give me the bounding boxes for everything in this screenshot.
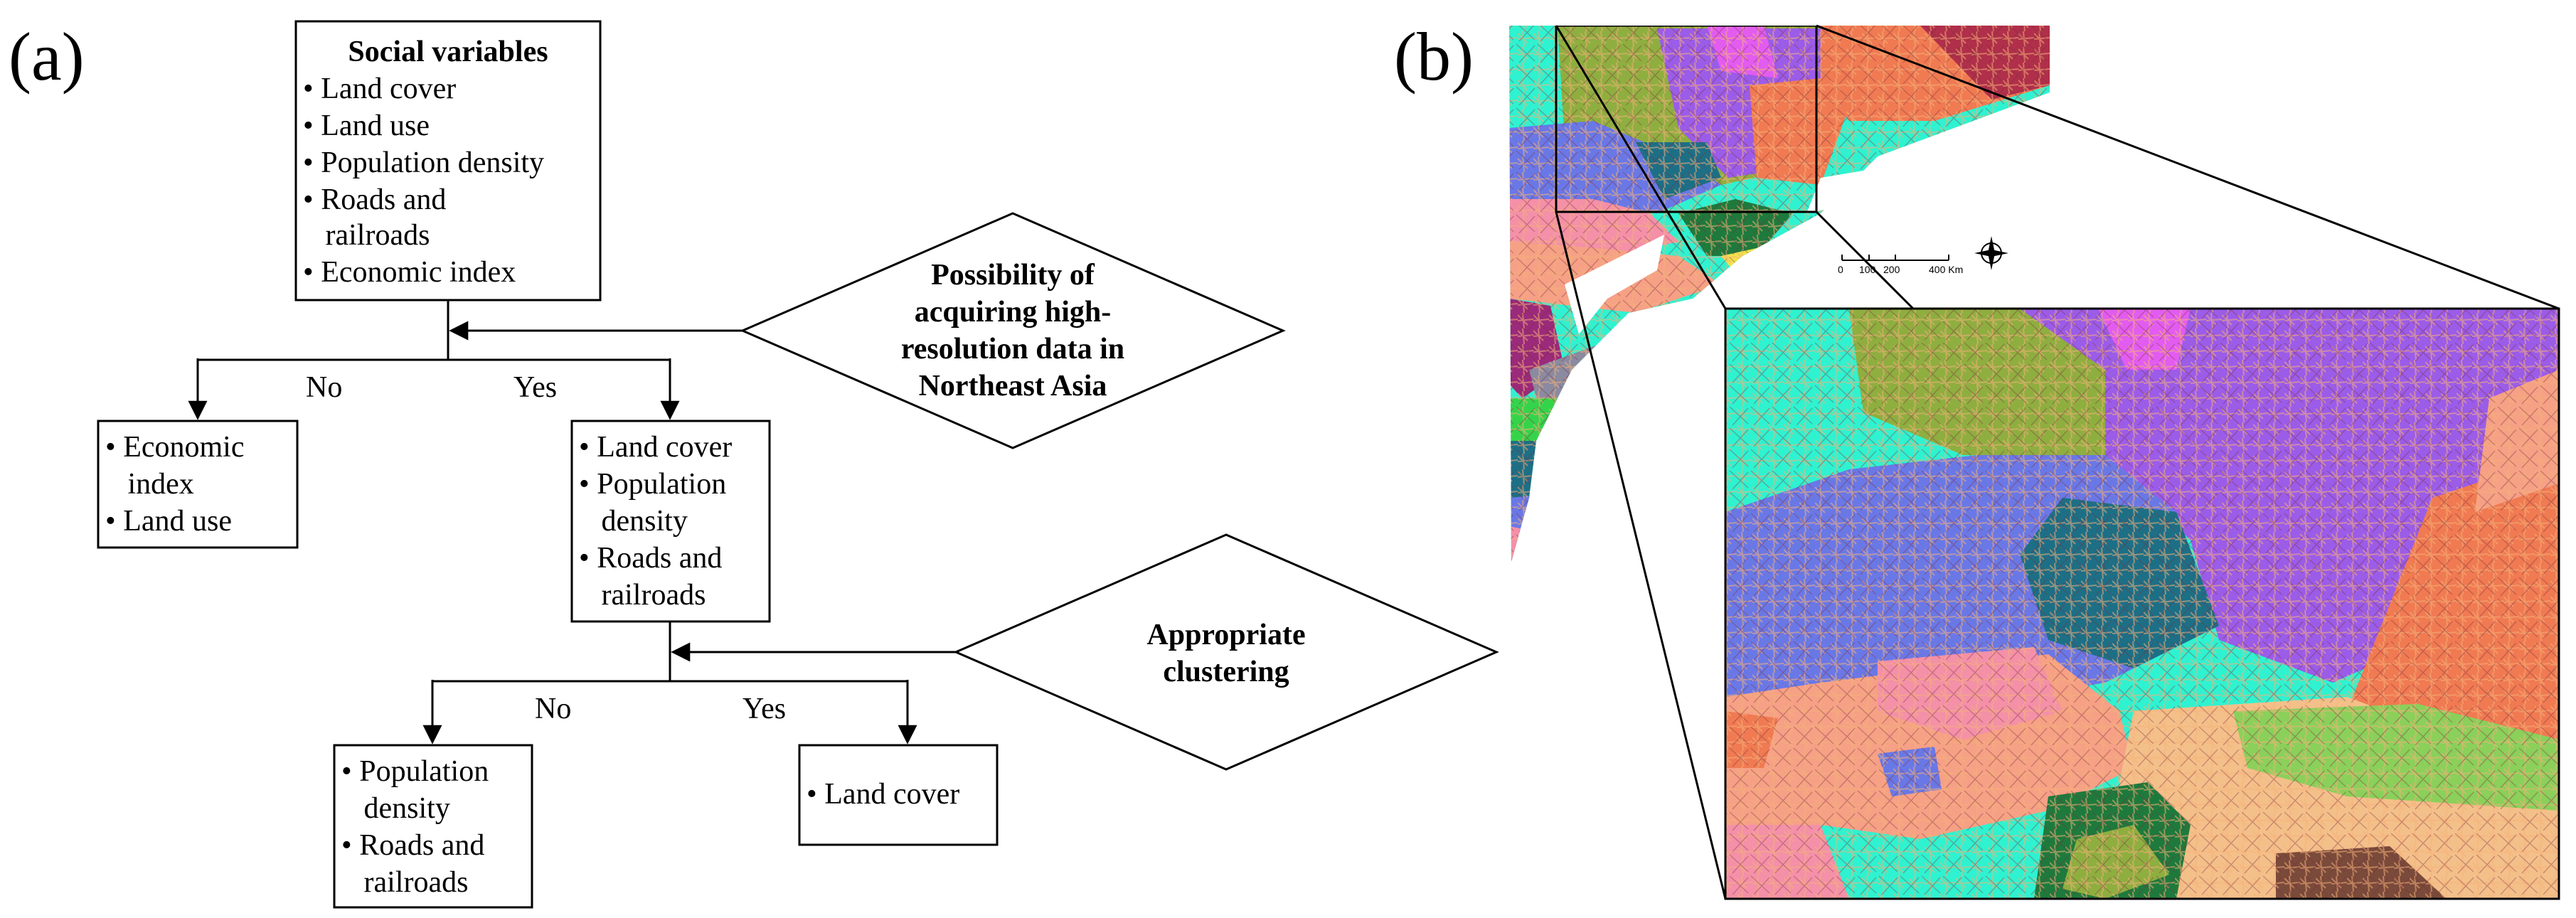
- decision-diamond-clustering: Appropriate clustering: [953, 533, 1499, 771]
- decision1-line-2: acquiring high-: [915, 296, 1112, 329]
- social-line-1: • Land cover: [303, 73, 456, 105]
- social-line-3: • Population density: [303, 146, 544, 179]
- decision1-line-1: Possibility of: [931, 259, 1095, 292]
- social-line-6: • Economic index: [303, 256, 516, 289]
- population-roads-box: • Population density • Roads and railroa…: [333, 744, 533, 909]
- decision2-line-1: Appropriate: [1146, 619, 1305, 651]
- mid-box-line-1: • Land cover: [579, 431, 732, 464]
- panel-label-a: (a): [9, 18, 85, 95]
- left-box-line-3: • Land use: [105, 505, 232, 538]
- social-line-5: railroads: [303, 219, 430, 252]
- landcover-box: • Land cover: [798, 744, 999, 846]
- zoomed-map: [1724, 307, 2560, 900]
- branch1-no-label: No: [306, 371, 342, 404]
- decision1-line-3: resolution data in: [901, 333, 1124, 365]
- bl-box-line-1: • Population: [341, 755, 489, 788]
- scale-tick-0: 0: [1838, 264, 1843, 275]
- compass-rose-icon: [1974, 236, 2008, 270]
- connector-lines-2: [422, 621, 956, 744]
- bl-box-line-3: • Roads and: [341, 829, 484, 862]
- panel-b: (b): [1394, 18, 2560, 900]
- mid-box-line-3: density: [579, 505, 688, 538]
- zoom-extent-rect: [1555, 26, 1818, 213]
- scale-bar: 0 100 200 400 Km: [1838, 255, 1963, 275]
- decision1-line-4: Northeast Asia: [919, 370, 1107, 402]
- economic-landuse-box: • Economic index • Land use: [97, 420, 299, 549]
- branch2-no-label: No: [535, 693, 571, 725]
- social-line-2: • Land use: [303, 110, 430, 142]
- branch2-yes-label: Yes: [743, 693, 786, 725]
- left-box-line-2: index: [105, 468, 194, 501]
- zoom-projection-lines: [1555, 24, 2560, 900]
- social-variables-box: Social variables • Land cover • Land use…: [294, 20, 602, 301]
- br-box-line-1: • Land cover: [807, 778, 959, 811]
- bl-box-line-2: density: [341, 792, 450, 825]
- connector-lines-1: [188, 300, 743, 420]
- social-line-4: • Roads and: [303, 183, 446, 216]
- scale-tick-200: 200: [1883, 264, 1900, 275]
- panel-a: (a) Social variables • Land cover • Land…: [9, 18, 1499, 909]
- mid-box-line-2: • Population: [579, 468, 726, 501]
- social-variables-title: Social variables: [348, 36, 548, 68]
- decision-diamond-high-resolution: Possibility of acquiring high- resolutio…: [740, 212, 1286, 449]
- landcover-population-roads-box: • Land cover • Population density • Road…: [570, 420, 771, 623]
- mid-box-line-5: railroads: [579, 579, 706, 612]
- decision2-line-2: clustering: [1163, 656, 1289, 688]
- bl-box-line-4: railroads: [341, 866, 468, 899]
- scale-tick-400: 400 Km: [1929, 264, 1963, 275]
- left-box-line-1: • Economic: [105, 431, 244, 464]
- branch1-yes-label: Yes: [513, 371, 557, 404]
- panel-label-b: (b): [1394, 18, 1474, 95]
- mid-box-line-4: • Roads and: [579, 542, 722, 575]
